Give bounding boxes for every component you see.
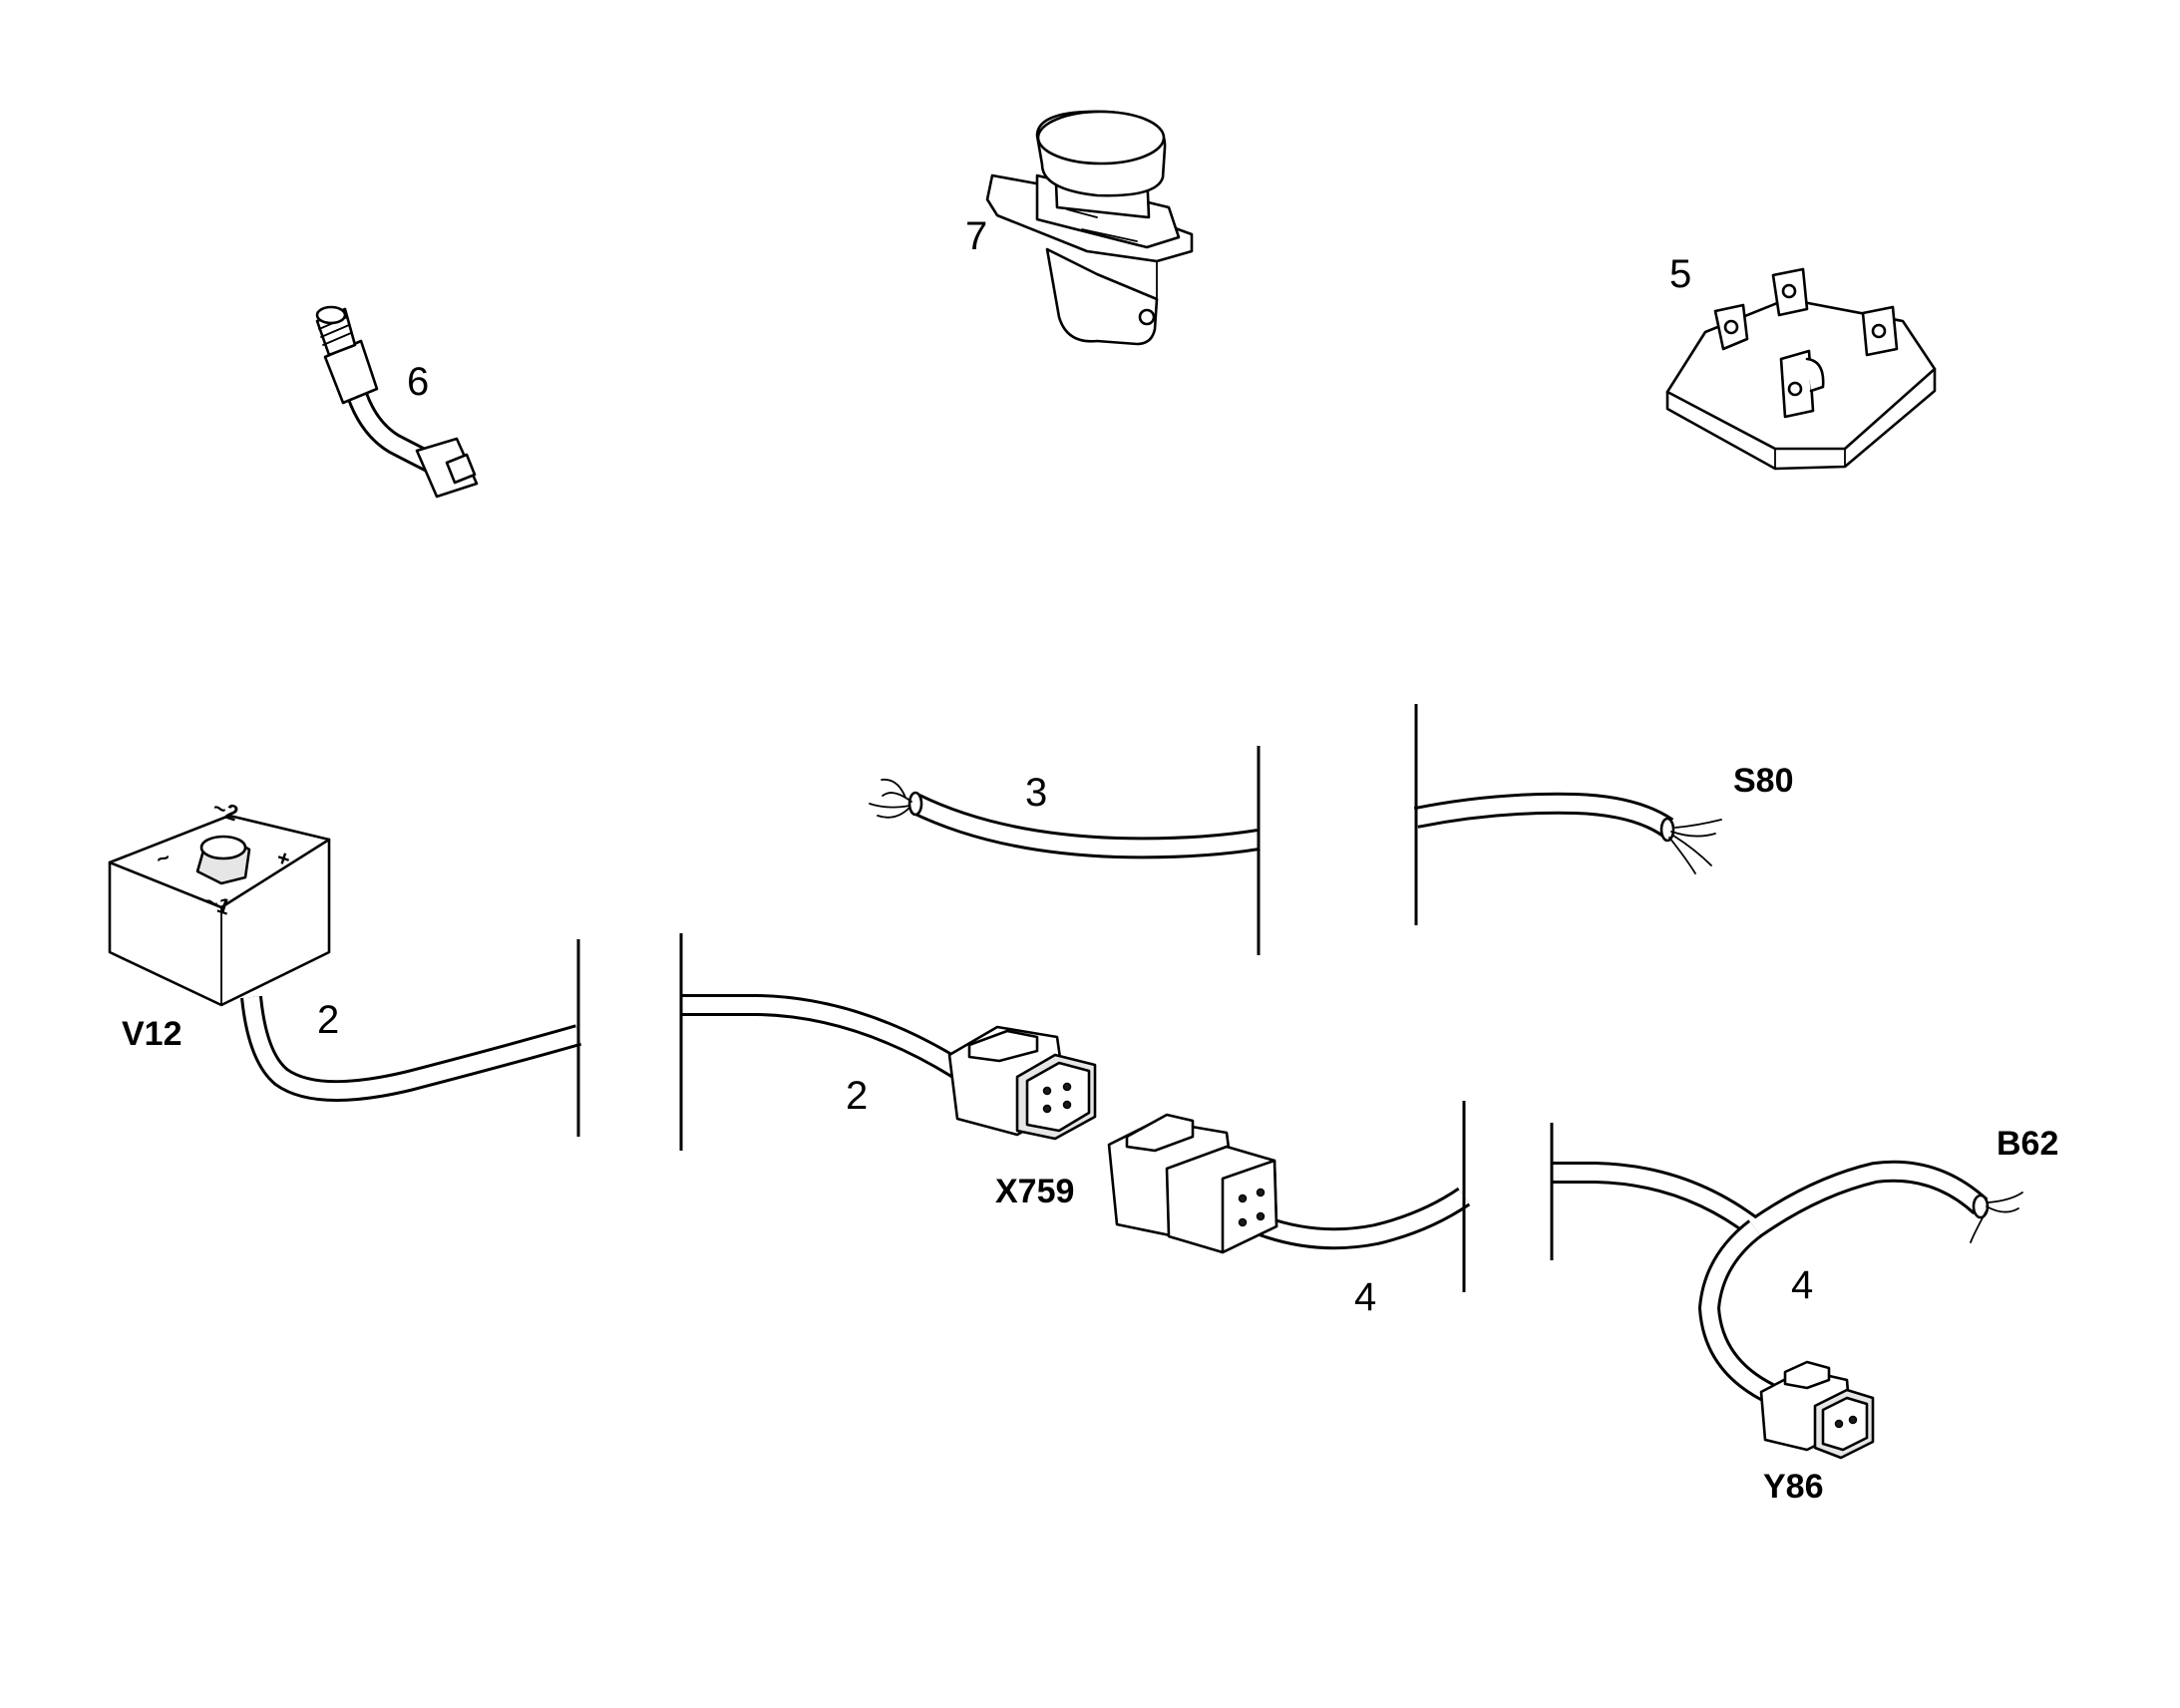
ref-x759: X759 xyxy=(995,1173,1074,1210)
item-number-4-left: 4 xyxy=(1354,1275,1376,1319)
item-number-2-left: 2 xyxy=(317,998,339,1042)
four-pin-connector-part xyxy=(1107,1113,1278,1254)
item-number-4-right: 4 xyxy=(1791,1263,1813,1307)
item-number-2-right: 2 xyxy=(846,1074,868,1118)
ref-v12: V12 xyxy=(122,1015,182,1053)
ref-s80: S80 xyxy=(1733,762,1794,800)
item-number-5: 5 xyxy=(1669,252,1691,296)
y86-connector-part xyxy=(1759,1360,1875,1460)
speed-sensor-part xyxy=(315,305,479,499)
item-number-7: 7 xyxy=(965,214,987,258)
ref-y86: Y86 xyxy=(1763,1468,1824,1506)
harness-y86-cable xyxy=(1255,1160,2023,1407)
harness-s80-cable xyxy=(869,778,1722,874)
break-lines xyxy=(576,704,1554,1292)
item-number-3: 3 xyxy=(1025,771,1047,815)
x759-connector-part xyxy=(947,1025,1097,1141)
push-button-part xyxy=(985,110,1194,346)
bridge-rectifier-part xyxy=(1665,267,1937,471)
ref-b62: B62 xyxy=(1997,1125,2058,1163)
item-number-6: 6 xyxy=(407,360,429,404)
harness-v12-cable xyxy=(240,994,963,1102)
v12-module-part: ~ + ~2 ~1 xyxy=(108,795,331,1007)
